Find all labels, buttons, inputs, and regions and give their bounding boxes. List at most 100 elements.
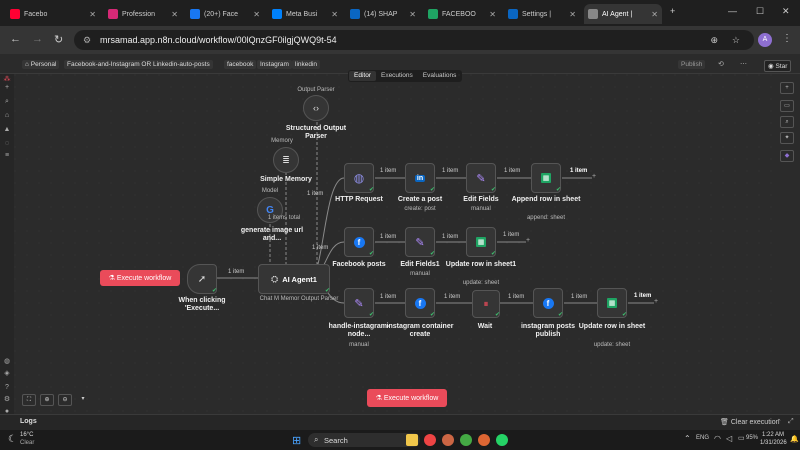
clear-execution-button[interactable]: 🗑 Clear execution [720, 418, 779, 426]
ask-ai-button[interactable]: ◆ [780, 150, 794, 162]
browser-tab[interactable]: Meta Busi✕ [268, 4, 342, 24]
update-row-node[interactable]: ▦ ✔ [597, 288, 627, 318]
site-info-icon[interactable]: ⚙ [83, 35, 92, 45]
structured-output-parser-node[interactable]: ‹› [303, 95, 329, 121]
close-tab-icon[interactable]: ✕ [651, 9, 658, 19]
workflow-title[interactable]: Facebook-and-Instagram OR Linkedin-auto-… [64, 60, 213, 69]
tidy-up-icon[interactable]: ▾ [81, 396, 85, 402]
notifications-icon[interactable]: 🔔 [790, 436, 799, 443]
tag-instagram[interactable]: Instagram [257, 60, 292, 69]
edit-fields1-node[interactable]: ✎ ✔ [405, 227, 435, 257]
http-request-node[interactable]: ◍ ✔ [344, 163, 374, 193]
browser-tab[interactable]: Facebo✕ [6, 4, 100, 24]
bookmark-star-icon[interactable]: ☆ [731, 35, 740, 45]
insights-icon[interactable]: ◈ [4, 370, 10, 377]
logs-panel-bar[interactable]: Logs 🗑 Clear execution ⌃ ⤢ [0, 414, 800, 430]
instagram-publish-node[interactable]: f ✔ [533, 288, 563, 318]
facebook-posts-node[interactable]: f ✔ [344, 227, 374, 257]
execute-workflow-hover-button[interactable]: ⚗ Execute workflow [100, 270, 180, 286]
search-icon[interactable]: ⌕ [5, 98, 9, 105]
ai-agent-node[interactable]: ⛭ AI Agent1 ✔ [258, 264, 330, 294]
browser-menu-icon[interactable]: ⋮ [782, 33, 792, 44]
workflow-canvas[interactable]: Output Parser ‹› Structured Output Parse… [14, 74, 776, 418]
profile-avatar[interactable]: A [758, 33, 772, 47]
maximize-icon[interactable]: ☐ [756, 6, 765, 16]
close-tab-icon[interactable]: ✕ [331, 9, 338, 19]
url-input[interactable]: ⚙ mrsamad.app.n8n.cloud/workflow/00lQnzG… [74, 30, 754, 50]
browser-tab[interactable]: Profession✕ [104, 4, 182, 24]
browser-tab[interactable]: (20+) Face✕ [186, 4, 264, 24]
append-row-node[interactable]: ▦ ✔ [531, 163, 561, 193]
reload-icon[interactable]: ↻ [54, 34, 64, 46]
projects-icon[interactable]: ▲ [3, 126, 11, 133]
sticky-note-button[interactable]: ▭ [780, 100, 794, 112]
search-nodes-button[interactable]: ⌕ [780, 116, 794, 128]
create-post-node[interactable]: in ✔ [405, 163, 435, 193]
close-tab-icon[interactable]: ✕ [253, 9, 260, 19]
close-tab-icon[interactable]: ✕ [569, 9, 576, 19]
volume-icon[interactable]: ◁ [726, 434, 733, 443]
taskbar-search[interactable]: ⌕ Search [308, 433, 420, 447]
fit-view-icon[interactable]: ⛶ [22, 394, 36, 406]
clock-time[interactable]: 1:22 AM [762, 432, 785, 438]
tag-linkedin[interactable]: linkedin [292, 60, 321, 69]
new-tab-button[interactable]: + [670, 6, 676, 16]
n8n-logo-icon[interactable]: ⁂ [3, 76, 11, 83]
wait-node[interactable]: ⏸ ✔ [472, 290, 500, 318]
browser-tab[interactable]: FACEBOO✕ [424, 4, 500, 24]
tag-facebook[interactable]: facebook [224, 60, 257, 69]
battery-icon[interactable]: ▭ [738, 435, 745, 442]
settings-gear-icon[interactable]: ⚙ [3, 396, 11, 403]
weather-temp[interactable]: 16°C [20, 432, 34, 438]
close-tab-icon[interactable]: ✕ [489, 9, 496, 19]
publish-button[interactable]: Publish [678, 60, 706, 69]
close-tab-icon[interactable]: ✕ [409, 9, 416, 19]
execute-workflow-button[interactable]: ⚗ Execute workflow [367, 389, 447, 407]
browser-tab[interactable]: (14) SHAP✕ [346, 4, 420, 24]
database-icon[interactable]: ≡ [4, 152, 10, 159]
more-options-icon[interactable]: ⋯ [740, 61, 747, 68]
add-node-icon[interactable]: + [654, 298, 659, 305]
manual-trigger-node[interactable]: ➚ ✔ [187, 264, 217, 294]
github-star-button[interactable]: ◉ Star [764, 60, 792, 72]
close-window-icon[interactable]: ✕ [782, 6, 790, 16]
chrome-profile3-icon[interactable] [478, 434, 490, 446]
zoom-out-icon[interactable]: ⊖ [58, 394, 72, 406]
history-icon[interactable]: ⟲ [718, 61, 724, 68]
wifi-icon[interactable]: ◠ [714, 434, 721, 443]
breadcrumb-project[interactable]: ⌂ Personal [22, 60, 60, 69]
zoom-icon[interactable]: ⊕ [710, 35, 718, 45]
browser-tab[interactable]: AI Agent |✕ [584, 4, 662, 24]
instagram-container-node[interactable]: f ✔ [405, 288, 435, 318]
chrome-profile2-icon[interactable] [460, 434, 472, 446]
user-avatar-icon[interactable]: ● [4, 408, 10, 415]
chrome-icon[interactable] [424, 434, 436, 446]
close-tab-icon[interactable]: ✕ [171, 9, 178, 19]
expand-logs-icon[interactable]: ⌃ [776, 419, 782, 426]
windows-start-icon[interactable]: ⊞ [292, 435, 302, 447]
language-indicator[interactable]: ENG [696, 435, 710, 441]
browser-tab[interactable]: Settings |✕ [504, 4, 580, 24]
gemini-model-node[interactable]: G [257, 197, 283, 223]
chrome-profile-icon[interactable] [442, 434, 454, 446]
popout-logs-icon[interactable]: ⤢ [788, 418, 794, 425]
file-explorer-icon[interactable] [406, 434, 418, 446]
tray-chevron-icon[interactable]: ⌃ [684, 434, 691, 443]
forward-icon[interactable]: → [32, 33, 43, 45]
add-icon[interactable]: + [4, 84, 10, 91]
simple-memory-node[interactable]: ≣ [273, 147, 299, 173]
zoom-in-icon[interactable]: ⊕ [40, 394, 54, 406]
whatsapp-icon[interactable] [496, 434, 508, 446]
add-node-icon[interactable]: + [592, 173, 597, 180]
overview-icon[interactable]: ⌂ [4, 112, 10, 119]
update-row1-node[interactable]: ▦ ✔ [466, 227, 496, 257]
add-node-icon[interactable]: + [526, 237, 531, 244]
templates-icon[interactable]: ◍ [3, 358, 11, 365]
open-nodes-panel-button[interactable]: + [780, 82, 794, 94]
edit-fields-node[interactable]: ✎ ✔ [466, 163, 496, 193]
help-icon[interactable]: ? [5, 384, 9, 391]
handle-instagram-node[interactable]: ✎ ✔ [344, 288, 374, 318]
minimize-icon[interactable]: — [728, 6, 737, 16]
ai-assistant-button[interactable]: ✦ [780, 132, 794, 144]
chat-icon[interactable]: ◌ [4, 140, 10, 147]
